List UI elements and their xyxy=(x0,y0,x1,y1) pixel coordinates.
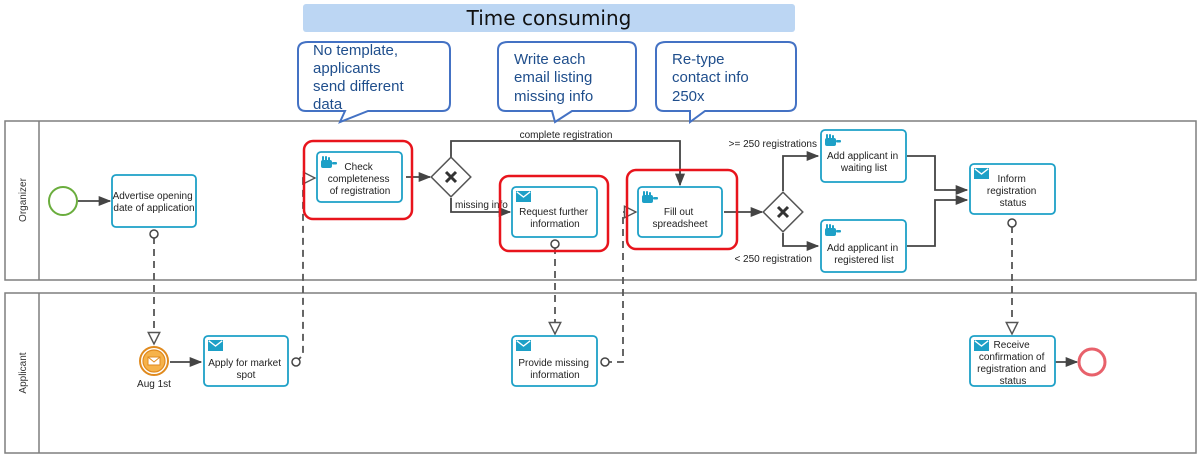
svg-text:Add applicant in waiting: Add applicant in waiting list xyxy=(827,151,901,174)
task-fill-out-spreadsheet[interactable]: Fill out spreadsheet xyxy=(637,186,723,238)
flow-waiting-to-inform xyxy=(907,155,969,196)
callout-no-template: No template, applicants send different d… xyxy=(297,41,451,124)
highlight-request xyxy=(498,174,610,253)
envelope-icon xyxy=(147,356,161,366)
svg-text:Add applicant in registe: Add applicant in registered list xyxy=(827,243,901,266)
start-event[interactable] xyxy=(48,186,78,216)
task-advertise[interactable]: Advertise opening date of application xyxy=(111,174,197,228)
svg-text:Request further informat: Request further information xyxy=(519,207,591,230)
timer-event-label: Aug 1st xyxy=(137,379,171,390)
exclusive-gateway-completeness[interactable] xyxy=(430,156,472,198)
message-origin-apply xyxy=(291,357,301,367)
label-complete-registration: complete registration xyxy=(520,130,613,141)
callout-2-line-2: email listing xyxy=(514,69,592,86)
flow-to-registered-list xyxy=(782,233,820,252)
svg-text:Receive confirmation of: Receive confirmation of registration and… xyxy=(977,340,1049,387)
callout-retype-contact: Re-type contact info 250x xyxy=(655,41,797,124)
task-add-waiting-list[interactable]: Add applicant in waiting list xyxy=(820,129,907,183)
time-consuming-banner: Time consuming xyxy=(303,4,795,32)
message-origin-request xyxy=(550,239,560,249)
message-flows xyxy=(154,178,1012,363)
end-event[interactable] xyxy=(1077,347,1107,377)
lane-label-applicant: Applicant xyxy=(18,352,29,393)
lane-label-organizer: Organizer xyxy=(18,177,29,222)
callout-1-line-2: applicants xyxy=(313,60,381,77)
svg-text:Advertise opening date o: Advertise opening date of application xyxy=(113,191,196,214)
flow-missing-info xyxy=(450,198,512,218)
message-origin-advertise xyxy=(149,229,159,239)
envelope-icon xyxy=(515,190,532,203)
svg-text:Write each email listing: Write each email listing missing info xyxy=(514,51,597,105)
callout-3-line-1: Re-type xyxy=(672,51,725,68)
callout-write-email: Write each email listing missing info xyxy=(497,41,637,124)
svg-text:Provide missing informat: Provide missing information xyxy=(518,358,591,381)
message-origin-inform xyxy=(1007,218,1017,228)
message-apply-to-check xyxy=(295,178,315,363)
callout-2-line-3: missing info xyxy=(514,88,593,105)
callout-3-line-2: contact info xyxy=(672,69,749,86)
label-ge-250: >= 250 registrations xyxy=(729,139,817,150)
svg-text:Re-type contact info: Re-type contact info 250x xyxy=(672,51,753,105)
flow-to-waiting-list xyxy=(782,150,820,191)
envelope-icon xyxy=(515,339,532,352)
callout-1-line-3: send different xyxy=(313,78,404,95)
label-missing-info: missing info xyxy=(455,200,508,211)
callout-1-line-4: data xyxy=(313,96,343,113)
svg-text:Inform registration: Inform registration status xyxy=(987,174,1039,209)
task-apply-for-market-spot[interactable]: Apply for market spot xyxy=(203,335,289,387)
flow-complete-registration xyxy=(450,140,686,187)
banner-text: Time consuming xyxy=(466,6,632,30)
timer-start-event[interactable] xyxy=(139,346,169,376)
message-provide-to-fill xyxy=(605,212,636,363)
highlight-check xyxy=(302,139,414,221)
message-flow-origins xyxy=(149,218,1017,367)
task-provide-missing-information[interactable]: Provide missing information xyxy=(511,335,598,387)
highlight-fill xyxy=(625,168,739,251)
envelope-icon xyxy=(973,167,990,180)
task-request-further-information[interactable]: Request further information xyxy=(511,186,598,238)
svg-text:Check completeness: Check completeness of registration xyxy=(328,162,392,197)
exclusive-gateway-count[interactable] xyxy=(762,191,804,233)
svg-text:Fill out spreadsheet: Fill out spreadsheet xyxy=(652,207,707,230)
label-lt-250: < 250 registration xyxy=(734,254,812,265)
svg-text:Apply for market spot: Apply for market spot xyxy=(208,358,284,381)
envelope-icon xyxy=(207,339,224,352)
callout-1-line-1: No template, xyxy=(313,42,398,59)
highlight-boxes xyxy=(302,139,739,253)
flow-registered-to-inform xyxy=(907,194,969,247)
task-add-registered-list[interactable]: Add applicant in registered list xyxy=(820,219,907,273)
task-check-completeness[interactable]: Check completeness of registration xyxy=(316,151,403,203)
task-inform-registration-status[interactable]: Inform registration status xyxy=(969,163,1056,215)
callout-3-line-3: 250x xyxy=(672,88,705,105)
svg-text:No template, applicants: No template, applicants send different d… xyxy=(313,42,408,113)
envelope-icon xyxy=(973,339,990,352)
sequence-flows xyxy=(78,140,1079,368)
callout-2-line-1: Write each xyxy=(514,51,585,68)
message-origin-provide xyxy=(600,357,610,367)
task-receive-confirmation[interactable]: Receive confirmation of registration and… xyxy=(969,335,1056,387)
